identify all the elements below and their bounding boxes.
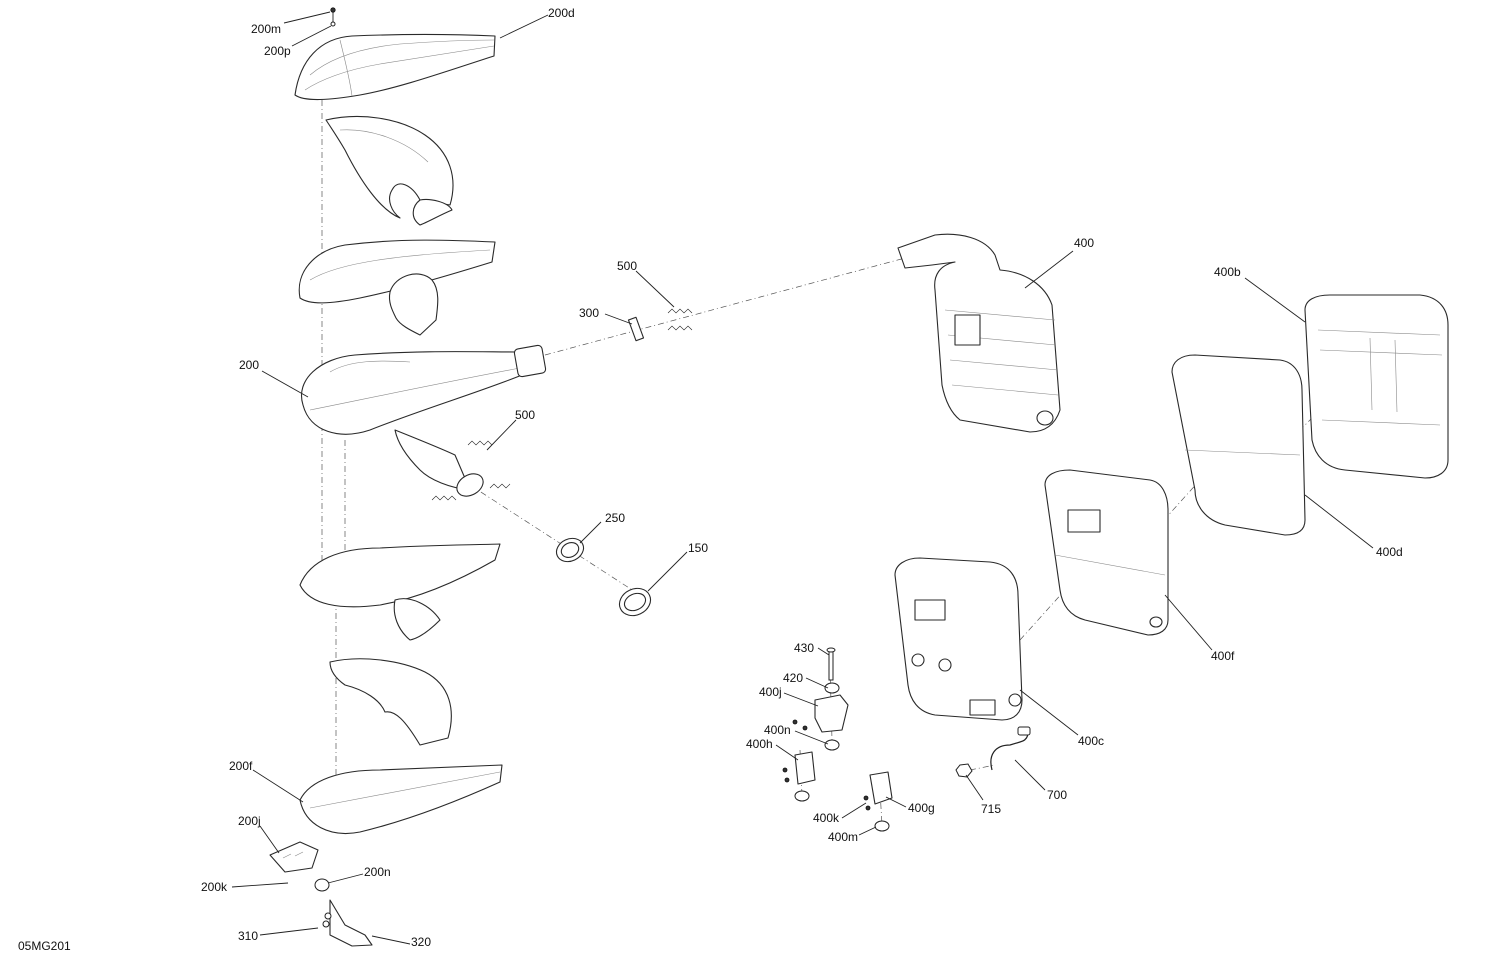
bracket-400g xyxy=(863,771,893,832)
cover-400f xyxy=(1044,469,1169,636)
cover-400b xyxy=(1304,294,1449,479)
callout-leaders xyxy=(231,11,1374,945)
callout-420: 420 xyxy=(783,671,803,685)
callout-715: 715 xyxy=(981,802,1001,816)
callout-400d: 400d xyxy=(1376,545,1403,559)
callout-430: 430 xyxy=(794,641,814,655)
callout-300: 300 xyxy=(579,306,599,320)
callout-200k: 200k xyxy=(201,880,228,894)
callout-320: 320 xyxy=(411,935,431,949)
shell-upper-curved xyxy=(325,115,454,226)
bracket-200j xyxy=(269,841,319,873)
silencer-400 xyxy=(897,233,1061,433)
bracket-320 xyxy=(322,899,373,947)
grommet-400n xyxy=(792,719,840,751)
callout-400k: 400k xyxy=(813,811,840,825)
muffler-200 xyxy=(301,344,547,497)
callout-200j: 200j xyxy=(238,814,261,828)
callout-400h: 400h xyxy=(746,737,773,751)
callout-400j: 400j xyxy=(759,685,782,699)
shell-middle xyxy=(298,239,496,336)
callout-200d: 200d xyxy=(548,6,575,20)
spring-500-upper xyxy=(667,308,693,331)
ring-250 xyxy=(555,537,585,563)
grommet-420 xyxy=(824,682,840,694)
callout-500-lower: 500 xyxy=(515,408,535,422)
cover-400d xyxy=(1171,354,1306,536)
callout-200p: 200p xyxy=(264,44,291,58)
fastener-200m xyxy=(330,7,336,27)
callout-labels: 200m 200p 200d 200 500 300 500 250 150 2… xyxy=(18,6,1403,953)
callout-200: 200 xyxy=(239,358,259,372)
spring-500-lower xyxy=(431,440,511,501)
bracket-400h xyxy=(782,751,816,802)
callout-250: 250 xyxy=(605,511,625,525)
callout-200m: 200m xyxy=(251,22,281,36)
callout-200n: 200n xyxy=(364,865,391,879)
drawing-id: 05MG201 xyxy=(18,939,71,953)
shell-lower xyxy=(299,543,503,834)
callout-500-upper: 500 xyxy=(617,259,637,273)
callout-400b: 400b xyxy=(1214,265,1241,279)
callout-400g: 400g xyxy=(908,801,935,815)
callout-400m: 400m xyxy=(828,830,858,844)
nut-715 xyxy=(955,763,973,778)
bracket-400j xyxy=(814,694,849,733)
callout-400f: 400f xyxy=(1211,649,1235,663)
callout-150: 150 xyxy=(688,541,708,555)
seal-150 xyxy=(618,587,652,617)
clamp-300 xyxy=(627,316,645,342)
cover-400c xyxy=(894,557,1023,721)
callout-400n: 400n xyxy=(764,723,791,737)
callout-200f: 200f xyxy=(229,759,253,773)
heat-shield-200d xyxy=(294,33,496,101)
bolt-430 xyxy=(826,647,836,681)
callout-400c: 400c xyxy=(1078,734,1104,748)
callout-400: 400 xyxy=(1074,236,1094,250)
bushing-200n xyxy=(314,878,330,892)
callout-310: 310 xyxy=(238,929,258,943)
callout-700: 700 xyxy=(1047,788,1067,802)
sensor-700 xyxy=(990,726,1031,771)
